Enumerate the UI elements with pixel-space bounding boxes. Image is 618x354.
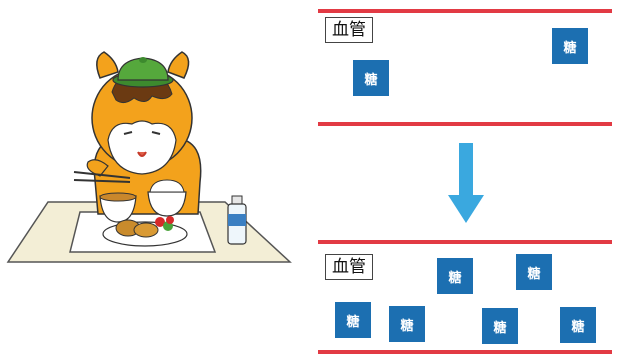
vessel-top-line-lower (318, 122, 612, 126)
vessel-top-line-upper (318, 9, 612, 13)
sugar-block: 糖 (552, 28, 588, 64)
sugar-block: 糖 (516, 254, 552, 290)
vessel-bottom-line-lower (318, 350, 612, 354)
main-dish-plate (102, 216, 188, 247)
mascot-head (91, 51, 193, 175)
water-bottle (227, 195, 247, 245)
vessel-label: 血管 (325, 17, 373, 43)
rice-bowl (147, 179, 187, 217)
mascot-eating-illustration (6, 51, 292, 263)
mascot-arm (86, 159, 109, 177)
sugar-block: 糖 (335, 302, 371, 338)
sugar-block: 糖 (482, 308, 518, 344)
chopsticks (73, 171, 131, 179)
sugar-block: 糖 (437, 258, 473, 294)
vessel-label: 血管 (325, 254, 373, 280)
sugar-block: 糖 (389, 306, 425, 342)
sugar-block: 糖 (353, 60, 389, 96)
vessel-bottom-line-upper (318, 240, 612, 244)
soup-bowl (99, 192, 137, 223)
sugar-block: 糖 (560, 307, 596, 343)
arrow-down-icon (448, 143, 484, 223)
